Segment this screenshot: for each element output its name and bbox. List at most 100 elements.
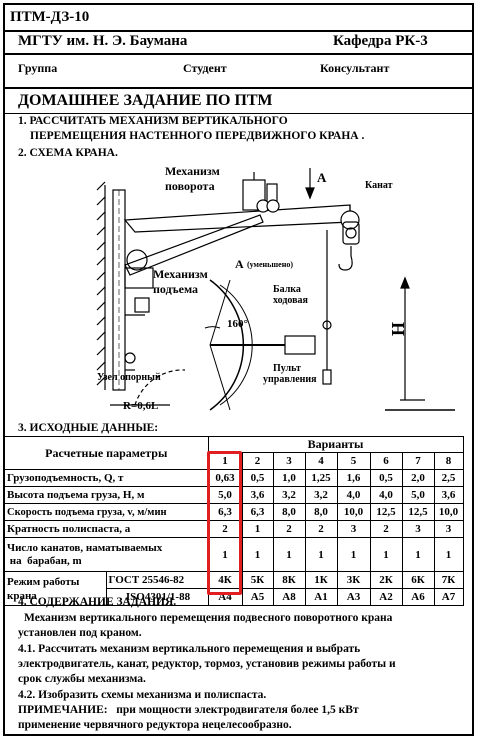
row-label: Число канатов, наматываемых на барабан, … [5,537,209,572]
university: МГТУ им. Н. Э. Баумана [18,33,188,49]
table-row: Скорость подъема груза, v, м/мин 6,3 6,3… [5,503,464,521]
variant-number: 8 [433,452,464,470]
page-frame [3,3,474,736]
label-rope: Канат [365,180,393,191]
row-label: Кратность полиспаста, а [5,520,209,538]
label-view-a-reduced: А [235,257,244,271]
table-cell: 8,0 [304,503,338,521]
table-cell: 1 [336,537,371,572]
table-cell: 3 [336,520,371,538]
table-cell: А2 [369,588,403,606]
table-cell: 6К [401,571,435,589]
note-line: применение червячного редуктора нецелесо… [18,719,292,731]
content-line: 4.2. Изобразить схемы механизма и полисп… [18,689,267,701]
variant-number: 2 [241,452,274,470]
table-cell: А6 [401,588,435,606]
table-cell: 8,0 [272,503,306,521]
table-cell: А5 [241,588,274,606]
table-cell: 3,6 [433,486,464,504]
table-cell: 1,0 [272,469,306,487]
label-lift-mech-2: подъема [153,282,198,296]
row-label: Скорость подъема груза, v, м/мин [5,503,209,521]
doc-code: ПТМ-ДЗ-10 [10,9,90,25]
student-label: Студент [183,61,227,75]
table-cell: 12,5 [369,503,403,521]
table-cell: 1,6 [336,469,371,487]
table-cell: 1 [304,537,338,572]
table-cell: 6,3 [241,503,274,521]
label-reduced-note: (уменьшено) [247,260,293,269]
content-line: 4.1. Рассчитать механизм вертикального п… [18,643,361,655]
table-cell: А3 [336,588,371,606]
department: Кафедра РК-3 [333,33,428,49]
table-cell: 5К [241,571,274,589]
variant-number: 7 [401,452,435,470]
table-cell: 2 [304,520,338,538]
table-cell: 1 [241,520,274,538]
label-angle: 160° [227,318,248,330]
row-label: Грузоподъемность, Q, т [5,469,209,487]
table-cell: 10,0 [336,503,371,521]
table-cell: 2 [272,520,306,538]
content-line: установлен под краном. [18,627,142,639]
note-line: ПРИМЕЧАНИЕ: при мощности электродвигател… [18,704,359,716]
iso-label: ISO4301/1-88 [105,588,209,606]
table-cell: 4К [207,571,243,589]
mode-label-line: Режим работы [7,575,80,588]
content-title: 4. СОДЕРЖАНИЕ ЗАДАНИЯ. [18,596,177,608]
table-cell: 3К [336,571,371,589]
table-cell: 0,5 [369,469,403,487]
task-item-2: 2. СХЕМА КРАНА. [18,147,118,159]
variant-number: 3 [272,452,306,470]
table-cell: А7 [433,588,464,606]
table-cell: 3 [433,520,464,538]
table-cell: 1 [369,537,403,572]
variants-header: Варианты [207,436,464,453]
table-cell: 0,5 [241,469,274,487]
gost-label: ГОСТ 25546-82 [105,571,209,589]
parameters-table: Расчетные параметры Варианты 1 2 3 4 5 6… [5,436,464,606]
table-cell: 3,2 [272,486,306,504]
label-control-2: управления [263,374,317,385]
table-cell: 2,0 [401,469,435,487]
label-view-a: А [317,170,327,185]
mode-label: Режим работы крана [5,571,107,606]
label-height: Н [388,322,408,336]
table-row: Высота подъема груза, Н, м 5,0 3,6 3,2 3… [5,486,464,504]
label-beam-1: Балка [273,284,301,295]
table-cell: 1К [304,571,338,589]
label-control-1: Пульт [273,363,301,374]
wall-hatching [96,181,106,390]
variant-number: 6 [369,452,403,470]
table-cell: 2,5 [433,469,464,487]
initial-data-title: 3. ИСХОДНЫЕ ДАННЫЕ: [18,422,159,434]
crane-diagram: Механизм поворота А Канат Механизм подъе… [96,164,455,412]
label-support-node: Узел опорный [97,372,161,383]
content-line: электродвигатель, канат, редуктор, тормо… [18,658,396,670]
label-radius: R=0,6L [123,400,158,412]
table-row: ISO4301/1-88 А4 А5 А8 А1 А3 А2 А6 А7 [5,588,464,606]
row-label-line: Число канатов, наматываемых [7,541,163,554]
variant-number: 4 [304,452,338,470]
table-cell: 1 [241,537,274,572]
variant-1-highlight [207,451,242,595]
label-rotation-mech-1: Механизм [165,164,220,178]
label-rotation-mech-2: поворота [165,179,215,193]
content-line: Механизм вертикального перемещения подве… [24,612,393,624]
table-row: Режим работы крана ГОСТ 25546-82 4К 5К 8… [5,571,464,606]
variant-number: 5 [336,452,371,470]
params-header: Расчетные параметры [5,436,209,470]
table-cell: 1 [401,537,435,572]
table-cell: 10,0 [433,503,464,521]
table-cell: 3,2 [304,486,338,504]
table-cell: 2К [369,571,403,589]
table-cell: 4,0 [336,486,371,504]
group-label: Группа [18,61,58,75]
table-cell: А8 [272,588,306,606]
table-cell: А1 [304,588,338,606]
table-cell: 12,5 [401,503,435,521]
consultant-label: Консультант [320,61,390,75]
mode-label-line: крана [7,589,37,602]
table-cell: 1 [433,537,464,572]
task-item-1-cont: ПЕРЕМЕЩЕНИЯ НАСТЕННОГО ПЕРЕДВИЖНОГО КРАН… [30,130,365,142]
